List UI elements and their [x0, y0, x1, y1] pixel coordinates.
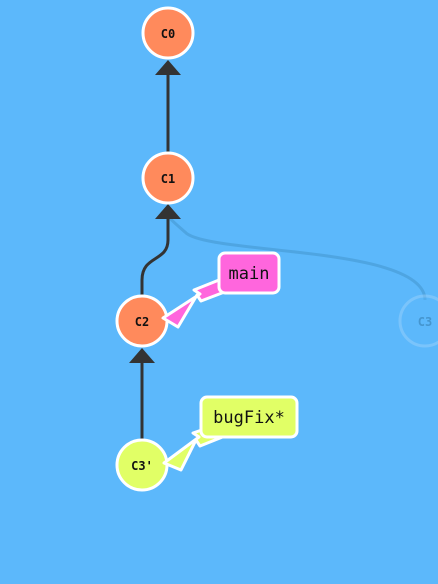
arrowhead-c2 — [129, 348, 155, 363]
commit-c3-prime-label: C3' — [131, 459, 153, 473]
branch-bugfix[interactable]: bugFix* — [162, 395, 299, 472]
commit-c3-circle — [398, 294, 438, 348]
branch-main[interactable]: main — [161, 251, 281, 329]
branch-bugfix-label: bugFix* — [213, 408, 285, 428]
commit-c3-faded[interactable]: C3 — [398, 294, 438, 348]
arrowhead-c1 — [155, 204, 181, 219]
commit-c1-label: C1 — [161, 172, 175, 186]
commit-c0-label: C0 — [161, 27, 175, 41]
arrowhead-c0 — [155, 60, 181, 75]
commit-c1[interactable]: C1 — [141, 151, 195, 205]
commit-c0-circle — [141, 6, 195, 60]
branch-main-label: main — [229, 264, 270, 284]
commit-c2[interactable]: C2 — [115, 294, 169, 348]
branch-bugfix-box — [199, 395, 299, 439]
branch-main-box — [217, 251, 281, 295]
commit-c1-circle — [141, 151, 195, 205]
edge-c3-to-c1 — [166, 213, 427, 301]
commit-c0[interactable]: C0 — [141, 6, 195, 60]
edge-c2-to-c1 — [140, 218, 170, 298]
commit-c3-label: C3 — [418, 315, 432, 329]
commit-c3-prime[interactable]: C3' — [115, 438, 169, 492]
commit-c2-label: C2 — [135, 315, 149, 329]
